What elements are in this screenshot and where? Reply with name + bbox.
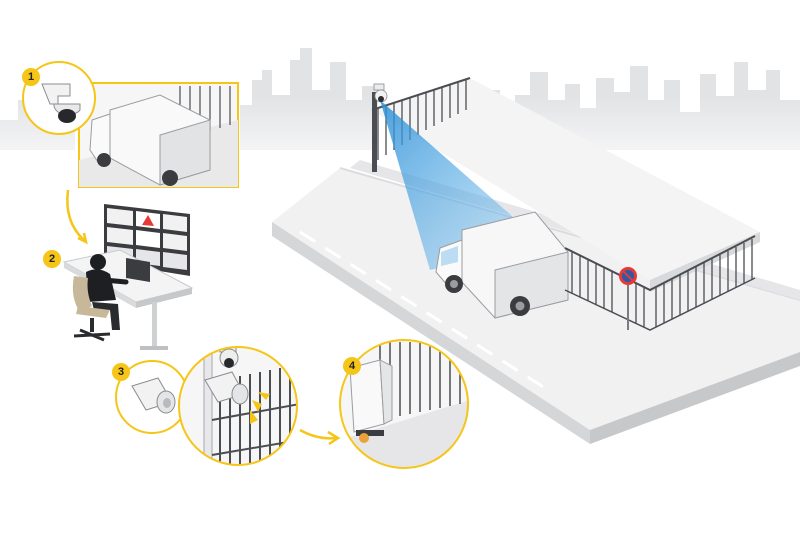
step-4-badge: 4 [343, 357, 361, 375]
no-parking-sign-icon [619, 267, 637, 330]
step-1-camera-circle [22, 61, 96, 135]
operator-figure [86, 254, 129, 330]
horn-speaker-icon [131, 377, 176, 414]
operator-workstation-icon [62, 204, 194, 350]
step-3-number: 3 [118, 366, 124, 378]
step-4-number: 4 [349, 360, 356, 372]
sound-waves-icon [250, 392, 270, 424]
truck-at-gate-icon [349, 359, 393, 443]
flow-arrow-1-to-2 [66, 189, 85, 241]
step-2-number: 2 [49, 253, 55, 265]
step-2-badge: 2 [43, 250, 61, 268]
flow-arrow-3-to-4 [299, 428, 337, 440]
office-chair [72, 276, 111, 342]
alert-triangle-icon [142, 215, 154, 226]
fence-front [564, 235, 756, 331]
road-center-line [299, 230, 546, 390]
delivery-truck [435, 211, 569, 319]
step-4-truck-at-gate-inset [339, 339, 469, 469]
step-1-camera-view-inset [78, 82, 239, 188]
ptz-camera-icon [373, 83, 388, 103]
step-1-number: 1 [28, 71, 34, 83]
step-3-speaker-at-fence-inset [178, 346, 298, 466]
camera-pole [372, 92, 377, 172]
step-1-badge: 1 [22, 68, 40, 86]
horn-speaker-icon [204, 371, 249, 405]
step-3-badge: 3 [112, 363, 130, 381]
